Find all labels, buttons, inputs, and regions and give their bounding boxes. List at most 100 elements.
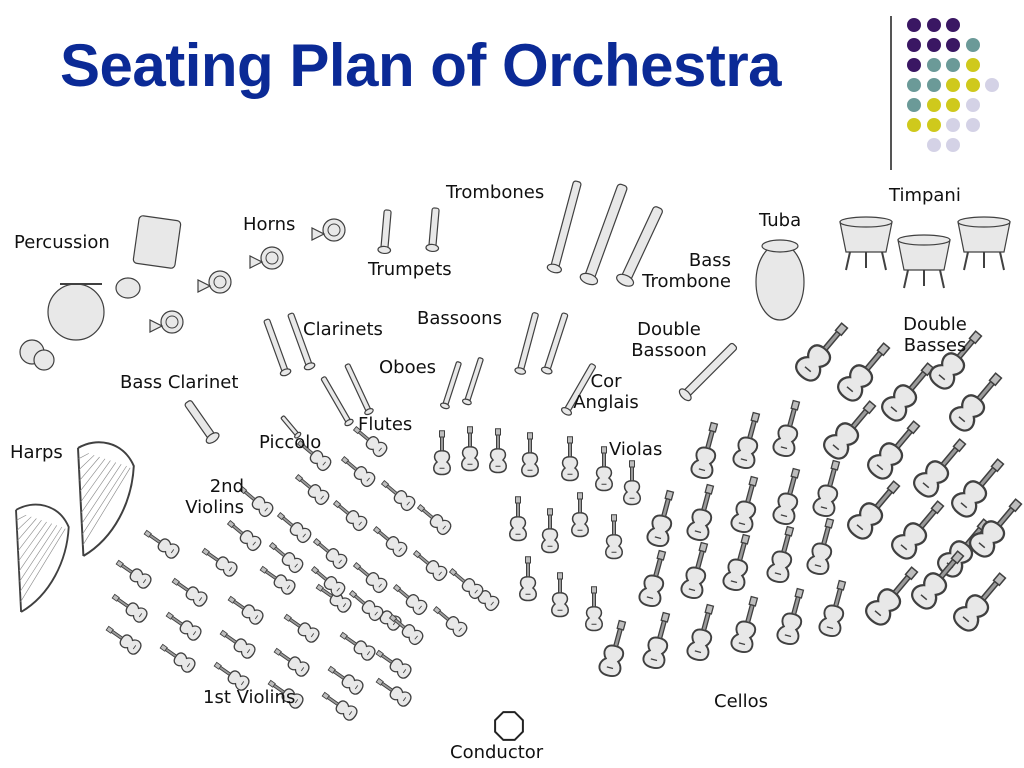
- double-bass: [847, 480, 901, 540]
- trumpet: [425, 207, 440, 253]
- violin: [412, 550, 448, 581]
- label-timpani: Timpani: [889, 185, 961, 206]
- violin: [259, 565, 296, 595]
- label-clarinets: Clarinets: [303, 319, 383, 340]
- violin: [375, 677, 412, 707]
- dot-grid-dot: [965, 118, 980, 132]
- double-bass: [881, 362, 935, 422]
- viola: [622, 460, 642, 506]
- violin: [327, 665, 364, 695]
- dot-grid-dot: [946, 78, 960, 92]
- violin: [227, 595, 264, 625]
- dot-grid-dot: [926, 78, 941, 92]
- violin: [388, 614, 424, 645]
- viola: [488, 428, 508, 474]
- dot-grid-dot: [965, 58, 980, 72]
- viola: [594, 446, 614, 492]
- violin: [372, 526, 408, 557]
- instrument-drawings: [15, 180, 1023, 741]
- tuba: [755, 243, 805, 321]
- oboe: [461, 357, 484, 406]
- label-trombones: Trombones: [446, 182, 545, 203]
- cello: [686, 483, 715, 542]
- violin: [238, 486, 274, 517]
- label-cor-anglais: Cor Anglais: [573, 371, 639, 413]
- double-bass: [865, 566, 919, 626]
- dot-grid-dot: [985, 78, 999, 92]
- flute: [320, 376, 354, 427]
- clarinet: [263, 318, 292, 377]
- violin: [352, 426, 388, 457]
- violin: [321, 691, 358, 721]
- violin: [380, 480, 416, 511]
- cello: [680, 541, 709, 600]
- violin: [105, 625, 142, 655]
- flute: [344, 363, 374, 416]
- cello: [772, 399, 801, 458]
- dot-grid-dot: [965, 98, 980, 112]
- dot-grid-dot: [926, 118, 941, 132]
- label-conductor: Conductor: [450, 742, 544, 763]
- title-divider: [890, 16, 892, 170]
- dot-grid-dot: [907, 78, 921, 92]
- violin: [332, 500, 368, 531]
- oboe: [439, 361, 462, 410]
- trombone: [579, 183, 628, 286]
- violin: [171, 577, 208, 607]
- violin: [201, 547, 238, 577]
- double-bass: [969, 498, 1023, 558]
- dot-grid-dot: [907, 118, 921, 132]
- violin: [296, 440, 332, 471]
- tom-drum: [115, 277, 141, 299]
- timpani-drum: [897, 234, 951, 289]
- cor-anglais: [560, 363, 596, 416]
- violin: [392, 584, 428, 615]
- double-bass: [867, 420, 921, 480]
- violin: [340, 456, 376, 487]
- double-bass: [795, 322, 849, 382]
- double-bassoon: [678, 342, 738, 402]
- label-violas: Violas: [609, 439, 663, 460]
- label-cellos: Cellos: [714, 691, 769, 712]
- timpani-drum: [839, 216, 893, 271]
- violin: [348, 590, 384, 621]
- cello: [806, 517, 835, 576]
- label-oboes: Oboes: [379, 357, 437, 378]
- violin: [273, 647, 310, 677]
- double-bass: [949, 372, 1003, 432]
- violin: [312, 538, 348, 569]
- double-bass: [911, 550, 965, 610]
- horn: [149, 310, 184, 334]
- label-second-violins: 2nd Violins: [185, 476, 244, 518]
- label-horns: Horns: [243, 214, 296, 235]
- label-bass-clarinet: Bass Clarinet: [120, 372, 239, 393]
- viola: [518, 556, 538, 602]
- dot-grid-dot: [946, 18, 960, 32]
- clarinet: [287, 312, 316, 371]
- viola: [550, 572, 570, 618]
- trombone: [616, 206, 663, 287]
- viola: [584, 586, 604, 632]
- viola: [460, 426, 480, 472]
- piccolo: [280, 415, 302, 439]
- double-bass: [913, 438, 967, 498]
- dot-grid-dot: [926, 38, 941, 52]
- double-bass: [951, 458, 1005, 518]
- label-bassoons: Bassoons: [417, 308, 502, 329]
- violin: [267, 679, 304, 709]
- double-bass: [891, 500, 945, 560]
- dot-grid-dot: [907, 38, 921, 52]
- dot-grid-dot: [926, 58, 941, 72]
- label-bass-trombone: Bass Trombone: [642, 250, 731, 292]
- snare-drum: [132, 215, 182, 269]
- cello: [690, 421, 719, 480]
- label-first-violins: 1st Violins: [203, 687, 296, 708]
- dot-grid-dot: [926, 98, 941, 112]
- dot-grid-dot: [907, 18, 921, 32]
- label-harps: Harps: [10, 442, 63, 463]
- label-trumpets: Trumpets: [368, 259, 452, 280]
- violin: [115, 559, 152, 589]
- violin: [165, 611, 202, 641]
- dot-grid-dot: [907, 58, 921, 72]
